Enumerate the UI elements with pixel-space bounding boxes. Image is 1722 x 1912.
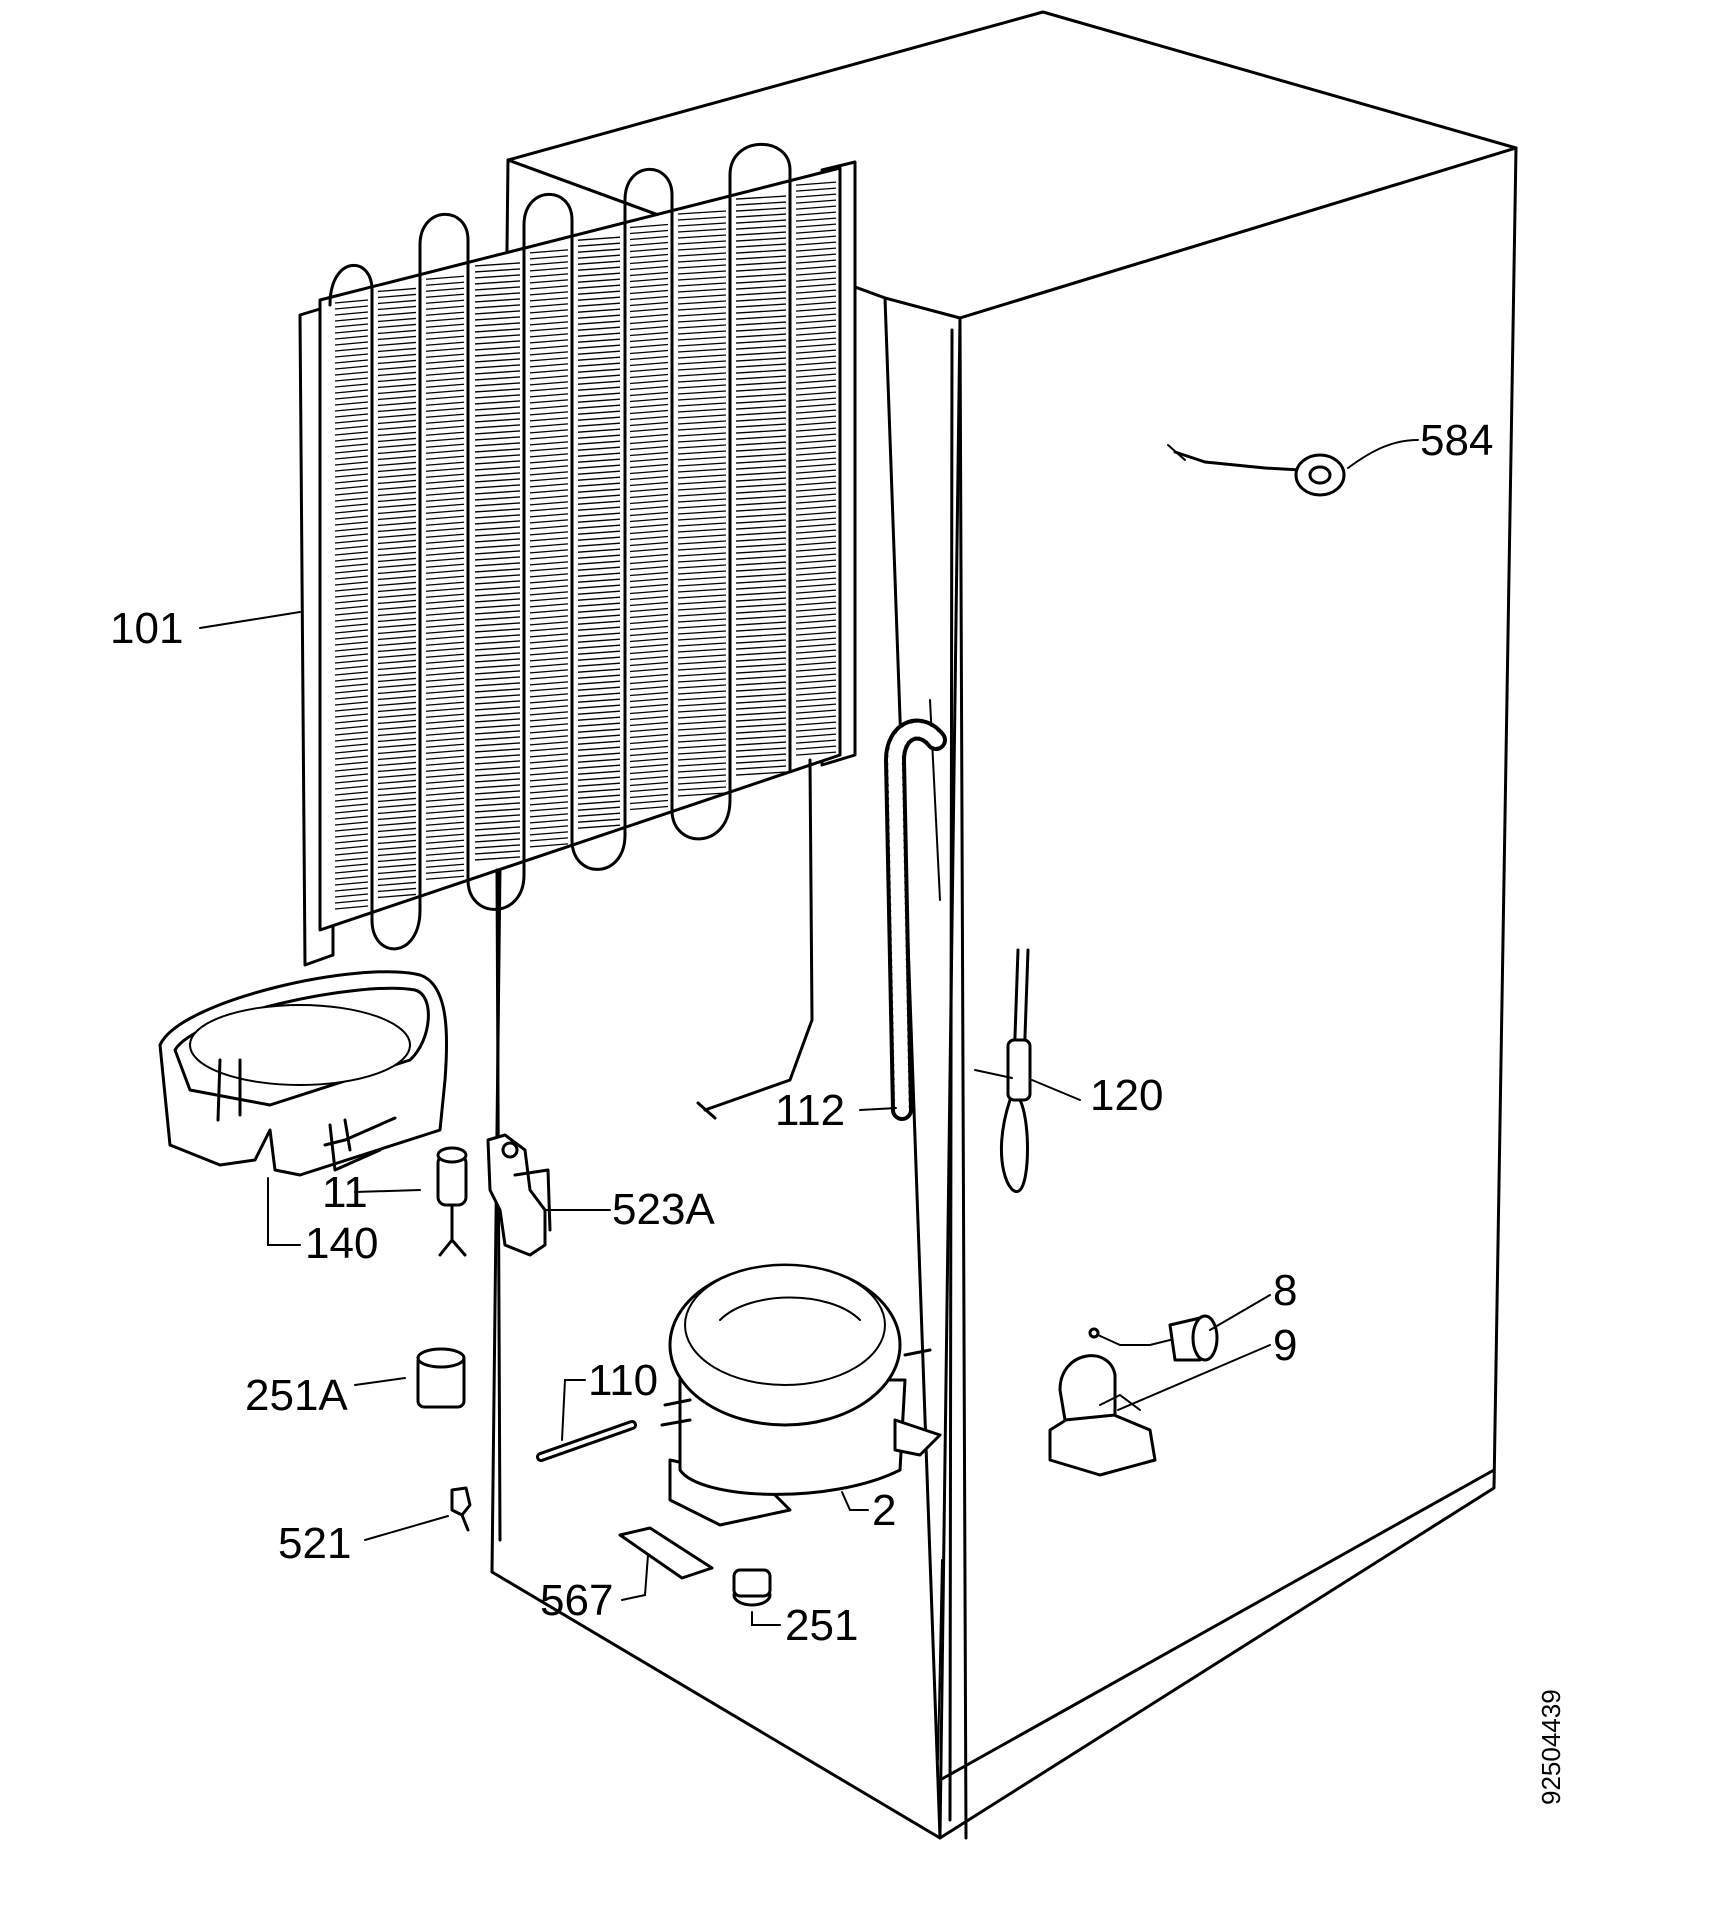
label-521: 521 [278, 1519, 351, 1568]
screw-521 [450, 1486, 472, 1532]
label-251: 251 [785, 1601, 858, 1650]
label-9: 9 [1273, 1321, 1297, 1370]
rubber-foot-251 [732, 1568, 772, 1607]
starter-relay [436, 1146, 468, 1257]
label-140: 140 [305, 1219, 378, 1268]
label-251a: 251A [245, 1371, 348, 1420]
dryer-filter [536, 1420, 637, 1462]
lamp-cable [1167, 444, 1346, 497]
label-120: 120 [1090, 1071, 1163, 1120]
label-101: 101 [110, 604, 183, 653]
condenser-fins [334, 181, 837, 910]
ptc-starter [1088, 1314, 1219, 1362]
power-cable-clip [974, 948, 1032, 1193]
drain-hose [883, 718, 947, 1121]
compressor [660, 1263, 942, 1527]
drawing-number: 92504439 [1536, 1689, 1566, 1805]
label-110: 110 [588, 1356, 658, 1405]
label-11: 11 [322, 1168, 368, 1217]
condenser [298, 142, 857, 1542]
label-523a: 523A [612, 1185, 715, 1234]
leader-lines [199, 439, 1419, 1626]
mounting-plate [618, 1526, 714, 1580]
part-labels: 101 584 112 120 11 523A 140 8 9 110 251A… [110, 416, 1493, 1650]
label-584: 584 [1420, 416, 1493, 465]
drip-tray [158, 970, 449, 1177]
thermal-protector [1048, 1354, 1157, 1477]
grommet-251a [416, 1347, 466, 1409]
label-8: 8 [1273, 1266, 1297, 1315]
label-2: 2 [872, 1486, 896, 1535]
label-567: 567 [540, 1576, 613, 1625]
label-112: 112 [775, 1086, 845, 1135]
